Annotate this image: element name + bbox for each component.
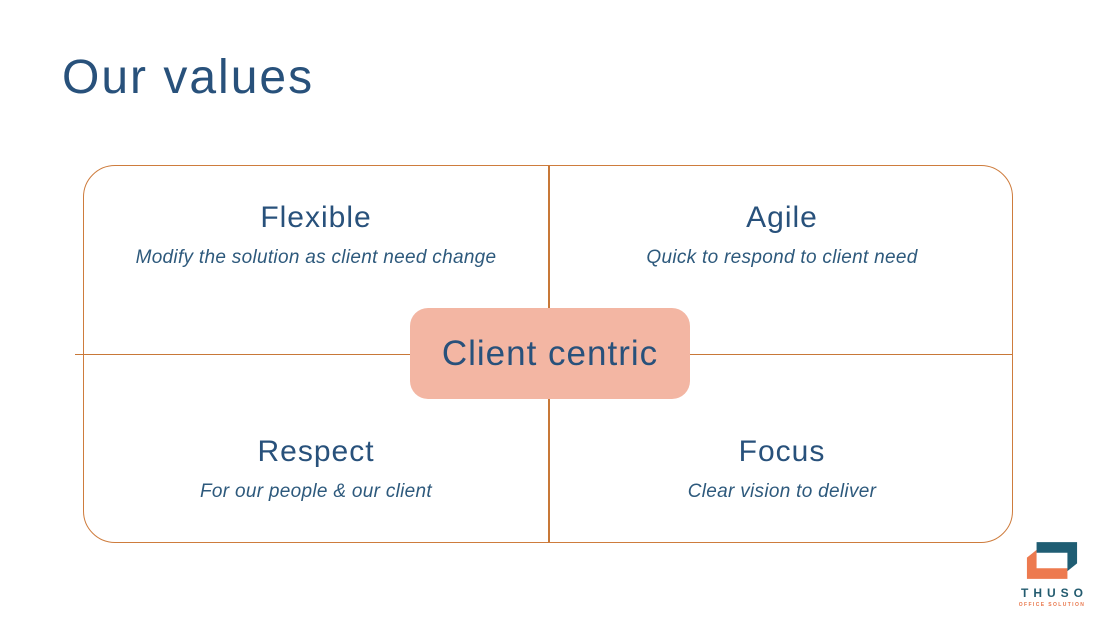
thuso-logo-teal-shape	[1036, 542, 1078, 572]
thuso-wordmark: THUSO	[1021, 586, 1088, 600]
quadrant-agile: Agile Quick to respond to client need	[550, 200, 1014, 270]
slide-title: Our values	[62, 51, 315, 104]
quadrant-description: Quick to respond to client need	[646, 247, 918, 268]
quadrant-respect: Respect For our people & our client	[84, 434, 548, 504]
values-grid: Flexible Modify the solution as client n…	[75, 165, 1014, 543]
quadrant-heading: Focus	[738, 435, 826, 468]
quadrant-description: Clear vision to deliver	[687, 481, 877, 502]
quadrant-heading: Flexible	[260, 201, 372, 234]
quadrant-heading: Agile	[746, 201, 818, 234]
quadrant-description: Modify the solution as client need chang…	[135, 247, 497, 268]
quadrant-description: For our people & our client	[200, 481, 432, 502]
thuso-logo-orange-shape	[1026, 549, 1068, 579]
quadrant-flexible: Flexible Modify the solution as client n…	[84, 200, 548, 270]
client-centric-label: Client centric	[441, 333, 659, 373]
thuso-logo-icon	[1026, 542, 1078, 579]
thuso-logo: THUSO OFFICE SOLUTION	[1004, 540, 1100, 608]
quadrant-focus: Focus Clear vision to deliver	[550, 434, 1014, 504]
thuso-tagline: OFFICE SOLUTION	[1018, 602, 1086, 608]
quadrant-heading: Respect	[257, 435, 375, 468]
client-centric-badge: Client centric	[410, 308, 690, 399]
